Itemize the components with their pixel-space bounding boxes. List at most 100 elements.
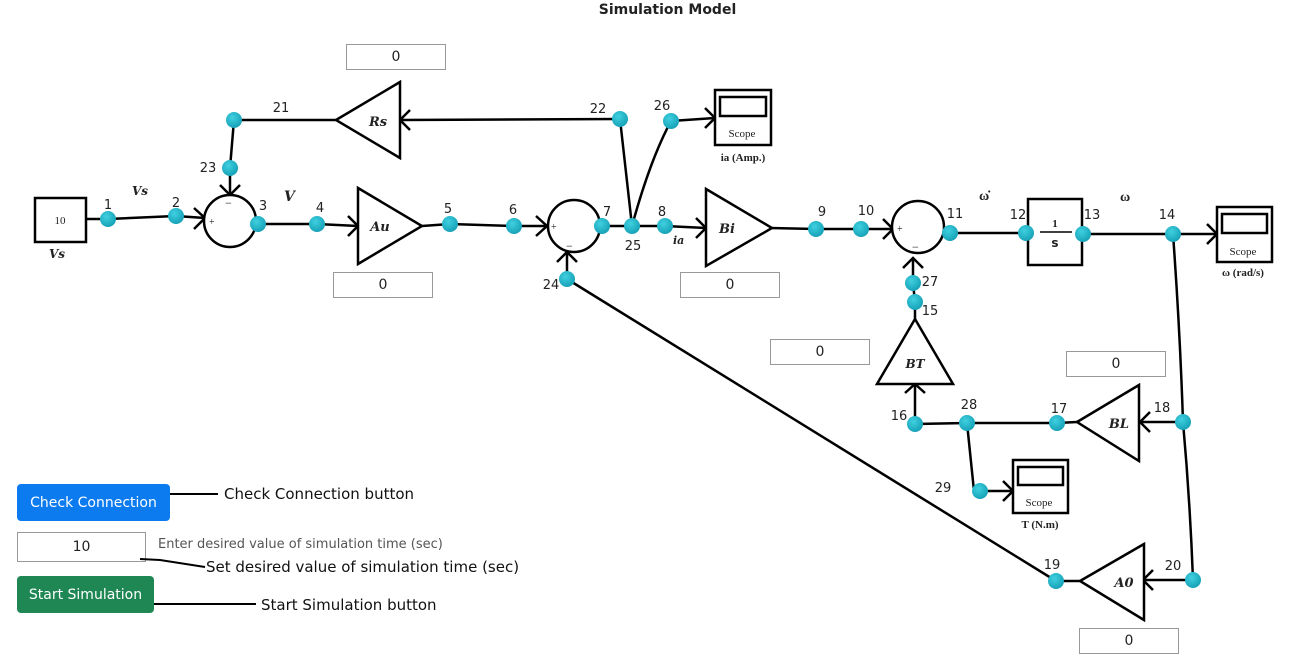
node-label-9: 9: [818, 205, 826, 220]
node-1[interactable]: [100, 211, 116, 227]
gain-bi-label: Bi: [718, 222, 735, 237]
node-label-15: 15: [922, 304, 939, 319]
node-14[interactable]: [1165, 226, 1181, 242]
check-connection-annotation: Check Connection button: [224, 485, 415, 503]
node-7[interactable]: [594, 218, 610, 234]
gain-a0-label: A0: [1112, 576, 1133, 591]
node-8[interactable]: [657, 218, 673, 234]
node-label-26: 26: [654, 99, 671, 114]
node-label-21: 21: [273, 101, 290, 116]
node-label-22: 22: [590, 102, 607, 117]
gain-bl[interactable]: BL: [1074, 382, 1141, 464]
signal-labels: Vs V ia ω̇ ω: [132, 184, 1130, 247]
sum-junction-1[interactable]: + −: [202, 193, 258, 249]
scope-caption: ia (Amp.): [721, 152, 766, 164]
signal-label-vs: Vs: [132, 184, 148, 198]
gain-au[interactable]: Au: [356, 185, 425, 267]
wire-19-24: [566, 277, 1057, 583]
node-label-18: 18: [1154, 401, 1171, 416]
wire-28-29: [965, 422, 976, 492]
simulation-time-input[interactable]: [17, 532, 146, 562]
wire-22-rs: [399, 117, 621, 122]
gain-rs[interactable]: Rs: [333, 79, 402, 161]
node-9[interactable]: [808, 221, 824, 237]
wire-25-26: [630, 120, 673, 227]
node-label-23: 23: [200, 161, 217, 176]
node-label-8: 8: [658, 205, 666, 220]
scope-current[interactable]: Scope ia (Amp.): [713, 88, 773, 164]
connection-nodes: [100, 111, 1201, 589]
node-15[interactable]: [907, 294, 923, 310]
node-13[interactable]: [1075, 226, 1091, 242]
gain-bi-input[interactable]: [680, 272, 780, 298]
plus-sign: +: [209, 217, 215, 228]
node-23[interactable]: [222, 160, 238, 176]
sum-junction-3[interactable]: + −: [890, 199, 946, 255]
node-27[interactable]: [905, 275, 921, 291]
gain-au-input[interactable]: [333, 272, 433, 298]
wire-21-23: [228, 119, 236, 169]
node-25[interactable]: [624, 218, 640, 234]
start-simulation-button[interactable]: Start Simulation: [17, 576, 154, 613]
node-18[interactable]: [1175, 414, 1191, 430]
node-24[interactable]: [559, 271, 575, 287]
node-17[interactable]: [1049, 415, 1065, 431]
gain-bl-input[interactable]: [1066, 351, 1166, 377]
integrator-numerator: 1: [1052, 218, 1058, 230]
gain-bt[interactable]: BT: [874, 316, 956, 386]
node-label-29: 29: [935, 481, 952, 496]
wire-14-18: [1171, 233, 1185, 423]
minus-sign: −: [566, 239, 573, 253]
scope-torque[interactable]: Scope T (N.m): [1011, 458, 1070, 531]
arrowheads: [193, 107, 1219, 591]
gain-a0-input[interactable]: [1079, 628, 1179, 654]
node-4[interactable]: [309, 216, 325, 232]
sum-junction-2[interactable]: + −: [546, 198, 602, 254]
signal-label-omega: ω: [1120, 190, 1130, 205]
node-label-1: 1: [104, 198, 112, 213]
node-28[interactable]: [959, 415, 975, 431]
simulation-time-hint: Enter desired value of simulation time (…: [158, 537, 443, 552]
node-19[interactable]: [1048, 573, 1064, 589]
plus-sign: +: [551, 222, 557, 233]
node-16[interactable]: [907, 416, 923, 432]
node-label-10: 10: [858, 204, 875, 219]
node-label-24: 24: [543, 278, 560, 293]
check-connection-button[interactable]: Check Connection: [17, 484, 170, 521]
node-21[interactable]: [226, 112, 242, 128]
node-label-11: 11: [947, 207, 964, 222]
node-29[interactable]: [972, 483, 988, 499]
scope-text: Scope: [729, 128, 756, 140]
signal-label-v: V: [284, 189, 297, 205]
node-22[interactable]: [612, 111, 628, 127]
node-3[interactable]: [250, 216, 266, 232]
scope-speed[interactable]: Scope ω (rad/s): [1215, 205, 1274, 279]
node-label-2: 2: [172, 196, 180, 211]
wire-28-16: [914, 421, 968, 426]
scope-text: Scope: [1026, 497, 1053, 509]
node-label-4: 4: [316, 201, 324, 216]
node-label-19: 19: [1044, 558, 1061, 573]
node-26[interactable]: [663, 113, 679, 129]
node-11[interactable]: [942, 225, 958, 241]
gain-bt-input[interactable]: [770, 339, 870, 365]
node-2[interactable]: [168, 208, 184, 224]
source-block[interactable]: 10 Vs: [33, 196, 88, 261]
scope-caption: T (N.m): [1021, 519, 1058, 531]
node-20[interactable]: [1185, 572, 1201, 588]
arrow-sum3-minus: [902, 256, 924, 269]
start-simulation-annotation: Start Simulation button: [261, 596, 437, 614]
gain-bi[interactable]: Bi: [704, 186, 775, 269]
signal-label-ia: ia: [673, 234, 684, 247]
node-6[interactable]: [506, 218, 522, 234]
node-5[interactable]: [442, 216, 458, 232]
integrator-block[interactable]: 1 s: [1026, 197, 1084, 267]
page-title: Simulation Model: [598, 2, 737, 18]
gain-rs-input[interactable]: [346, 44, 446, 70]
node-10[interactable]: [853, 221, 869, 237]
node-label-3: 3: [259, 199, 267, 214]
node-12[interactable]: [1018, 225, 1034, 241]
minus-sign: −: [225, 196, 232, 210]
gain-rs-label: Rs: [368, 115, 388, 130]
gain-a0[interactable]: A0: [1077, 541, 1146, 623]
